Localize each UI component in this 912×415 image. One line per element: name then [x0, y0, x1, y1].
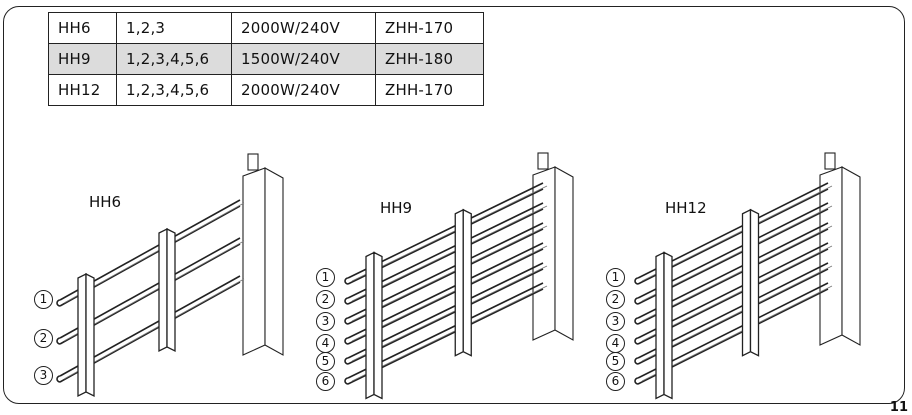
- callout-number: 3: [606, 312, 625, 331]
- model-cell: HH9: [48, 43, 117, 75]
- heater-cell: ZHH-170: [375, 74, 484, 106]
- heater-element-highlight: [351, 225, 548, 322]
- support-bracket-side: [85, 272, 95, 398]
- heater-element-highlight: [641, 265, 833, 362]
- support-bracket-side: [373, 251, 383, 400]
- support-bracket-side: [663, 251, 673, 400]
- post-bracket: [247, 153, 259, 171]
- callout-number: 4: [606, 334, 625, 353]
- table-row: HH12 1,2,3,4,5,6 2000W/240V ZHH-170: [48, 74, 484, 106]
- drawing-label-hh12: HH12: [665, 199, 707, 217]
- power-cell: 1500W/240V: [231, 43, 376, 75]
- heater-element-highlight: [351, 265, 548, 362]
- support-bracket: [655, 251, 665, 400]
- callout-number: 1: [606, 268, 625, 287]
- callout-number: 4: [316, 334, 335, 353]
- callout-number: 6: [606, 372, 625, 391]
- mounting-post-side: [841, 166, 861, 346]
- callout-number: 2: [606, 290, 625, 309]
- heater-element-highlight: [641, 245, 833, 342]
- support-bracket: [365, 251, 375, 400]
- heater-cell: ZHH-180: [375, 43, 484, 75]
- power-cell: 2000W/240V: [231, 12, 376, 44]
- callout-number: 5: [316, 352, 335, 371]
- callout-number: 5: [606, 352, 625, 371]
- heater-element-highlight: [641, 285, 833, 382]
- heater-element-highlight: [351, 245, 548, 342]
- support-bracket: [454, 208, 464, 357]
- spec-table: HH6 1,2,3 2000W/240V ZHH-170 HH9 1,2,3,4…: [48, 12, 484, 106]
- mounting-post-side: [554, 166, 574, 341]
- heater-element-highlight: [641, 225, 833, 322]
- mounting-post-side: [264, 167, 284, 356]
- callout-number: 6: [316, 372, 335, 391]
- heater-element-highlight: [351, 185, 548, 282]
- model-cell: HH12: [48, 74, 117, 106]
- callout-number: 1: [34, 290, 53, 309]
- heater-element-highlight: [351, 285, 548, 382]
- support-bracket-side: [166, 227, 176, 353]
- heater-element-highlight: [351, 205, 548, 302]
- positions-cell: 1,2,3,4,5,6: [116, 43, 232, 75]
- callout-number: 3: [34, 366, 53, 385]
- page-number: 11: [889, 400, 908, 415]
- support-bracket: [77, 272, 87, 398]
- post-bracket: [537, 152, 549, 170]
- support-bracket-side: [749, 208, 760, 357]
- callout-number: 2: [34, 329, 53, 348]
- drawing-label-hh9: HH9: [380, 199, 413, 217]
- callout-number: 1: [316, 268, 335, 287]
- support-bracket-side: [462, 208, 472, 357]
- drawing-label-hh6: HH6: [89, 193, 122, 211]
- positions-cell: 1,2,3,4,5,6: [116, 74, 232, 106]
- callout-number: 2: [316, 290, 335, 309]
- power-cell: 2000W/240V: [231, 74, 376, 106]
- support-bracket: [158, 227, 168, 353]
- heater-element-highlight: [641, 205, 833, 302]
- post-bracket: [824, 152, 836, 170]
- callout-number: 3: [316, 312, 335, 331]
- mounting-post: [242, 167, 266, 356]
- table-row: HH9 1,2,3,4,5,6 1500W/240V ZHH-180: [48, 43, 484, 75]
- heater-element-highlight: [641, 185, 833, 282]
- support-bracket: [741, 208, 752, 357]
- mounting-post: [819, 166, 843, 346]
